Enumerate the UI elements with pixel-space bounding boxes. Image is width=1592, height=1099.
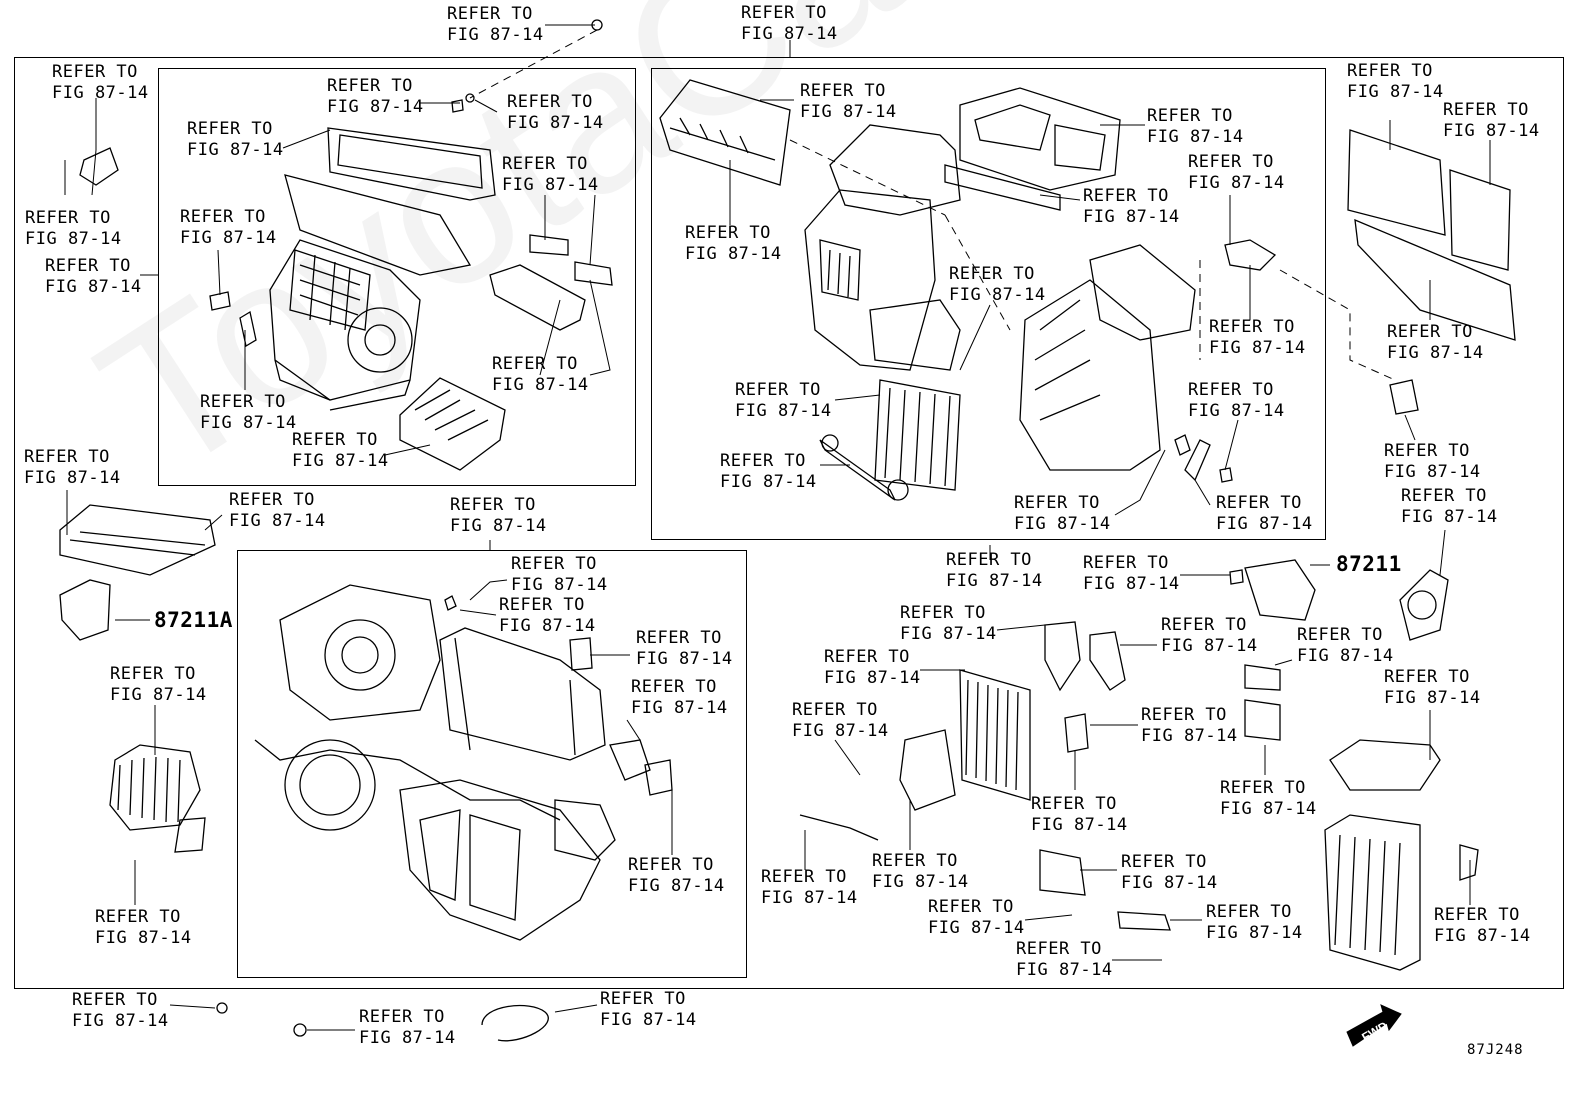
illustration-code: 87J248: [1467, 1042, 1524, 1058]
evaporator-drawing: [799, 621, 1171, 931]
fwd-arrow-icon: FWD: [1345, 1002, 1405, 1056]
outer-frame: [14, 57, 1564, 989]
intake-unit-frame: [158, 68, 636, 486]
intake-housing-drawing: [79, 93, 613, 471]
heater-case-frame: [651, 68, 1326, 540]
part-number-label: 87211A: [154, 608, 233, 632]
blower-case-drawing: [254, 584, 673, 941]
heater-case-drawing: [659, 79, 1396, 501]
part-number-label: 87211: [1336, 552, 1402, 576]
leader-lines: [64, 24, 1491, 1031]
left-parts-drawing: [59, 19, 603, 1042]
side-parts-drawing: [1229, 129, 1516, 971]
blower-case-frame: [237, 550, 747, 978]
